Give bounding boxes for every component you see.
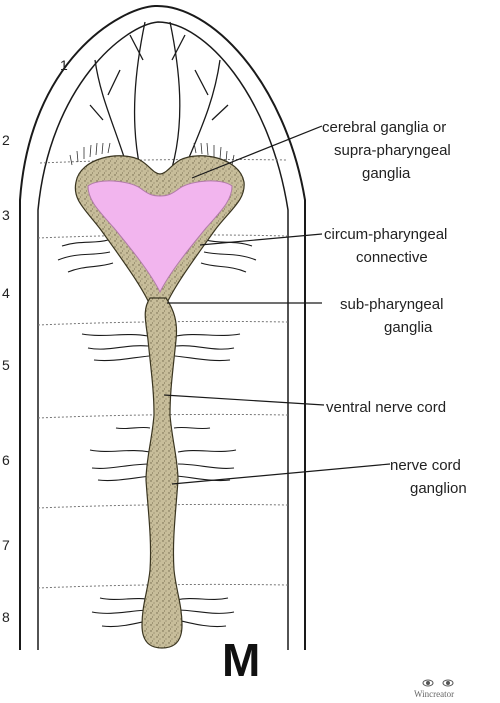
- nerve-branch: [107, 69, 121, 96]
- label-line: ganglion: [410, 480, 467, 497]
- segment-divisions: [37, 158, 289, 589]
- cerebral-nerves: [89, 21, 229, 169]
- nerve-branch: [187, 59, 221, 161]
- eye-right: [442, 679, 454, 687]
- nerve-right: [175, 345, 235, 350]
- nerve-right: [200, 262, 247, 273]
- nerve-left: [87, 345, 149, 350]
- nerve-left: [57, 251, 111, 261]
- label-ventral-nerve-cord: ventral nerve cord: [326, 399, 446, 416]
- nerve-left: [115, 426, 151, 430]
- nerve-left: [99, 597, 153, 601]
- segment-number: 7: [2, 537, 10, 553]
- nerve-left: [93, 355, 150, 362]
- watermark: Wincreator: [414, 679, 454, 699]
- nerve-left: [89, 449, 151, 453]
- nerve-branch: [169, 21, 181, 169]
- nerve-right: [177, 463, 235, 469]
- segment-numbers: 1 2 3 4 5 6 7 8: [2, 57, 68, 625]
- label-line: cerebral ganglia or: [322, 119, 446, 136]
- body-outer-outline: [19, 4, 306, 650]
- labels: cerebral ganglia or supra-pharyngeal gan…: [322, 119, 467, 497]
- label-nerve-cord-ganglion: nerve cord ganglion: [390, 457, 467, 497]
- nerve-right: [174, 355, 231, 362]
- segment-line: [39, 158, 287, 164]
- segment-number: 5: [2, 357, 10, 373]
- label-line: ventral nerve cord: [326, 399, 446, 416]
- body-inner-outline: [37, 21, 289, 650]
- ventral-nerve-cord: [141, 297, 183, 649]
- nerve-branch: [89, 104, 104, 121]
- nerve-right: [173, 426, 211, 430]
- pupil-right: [446, 681, 450, 685]
- label-line: sub-pharyngeal: [340, 296, 443, 313]
- nerve-branch: [194, 69, 209, 96]
- leader-cerebral: [191, 125, 323, 179]
- eye-left: [422, 679, 434, 687]
- pharynx: [87, 180, 233, 294]
- nerve-left: [91, 609, 152, 614]
- nerve-left: [91, 463, 151, 469]
- label-line: nerve cord: [390, 457, 461, 474]
- nerve-branch: [171, 34, 186, 61]
- label-circum-pharyngeal: circum-pharyngeal connective: [324, 226, 452, 266]
- label-sub-pharyngeal: sub-pharyngeal ganglia: [340, 296, 448, 336]
- nerve-left: [61, 239, 109, 247]
- segment-number: 4: [2, 285, 10, 301]
- label-line: supra-pharyngeal: [334, 142, 451, 159]
- nerve-right: [176, 475, 231, 482]
- nerve-right: [176, 619, 227, 628]
- segment-number: 8: [2, 609, 10, 625]
- watermark-text: Wincreator: [414, 689, 454, 699]
- label-line: ganglia: [362, 165, 411, 182]
- nerve-right: [176, 609, 235, 614]
- label-cerebral-ganglia: cerebral ganglia or supra-pharyngeal gan…: [322, 119, 455, 182]
- body-wall: [19, 4, 306, 650]
- pupil-left: [426, 681, 430, 685]
- segment-number: 6: [2, 452, 10, 468]
- label-line: connective: [356, 249, 428, 266]
- leader-ventral: [163, 394, 325, 406]
- nerve-fringe: [69, 142, 235, 166]
- leader-ganglion: [171, 463, 391, 485]
- nerve-left: [97, 475, 152, 482]
- segment-number: 2: [2, 132, 10, 148]
- nerve-left: [81, 333, 149, 337]
- nerve-branch: [133, 21, 146, 169]
- segment-number: 3: [2, 207, 10, 223]
- badge-letter: M: [222, 634, 260, 686]
- nerve-right: [177, 449, 237, 453]
- leader-circum: [199, 233, 323, 246]
- nerve-branch: [94, 59, 126, 161]
- nerve-right: [175, 597, 229, 601]
- segment-number: 1: [60, 57, 68, 73]
- nerve-left: [67, 262, 114, 273]
- leader-lines: [163, 125, 391, 485]
- nerve-right: [175, 333, 241, 337]
- fringe-right: [193, 142, 235, 166]
- label-line: ganglia: [384, 319, 433, 336]
- fringe-left: [69, 142, 111, 166]
- nerve-right: [203, 251, 257, 261]
- eyes-icon: [422, 679, 454, 687]
- nerve-branch: [211, 104, 229, 121]
- nerve-branch: [129, 34, 144, 61]
- label-line: circum-pharyngeal: [324, 226, 447, 243]
